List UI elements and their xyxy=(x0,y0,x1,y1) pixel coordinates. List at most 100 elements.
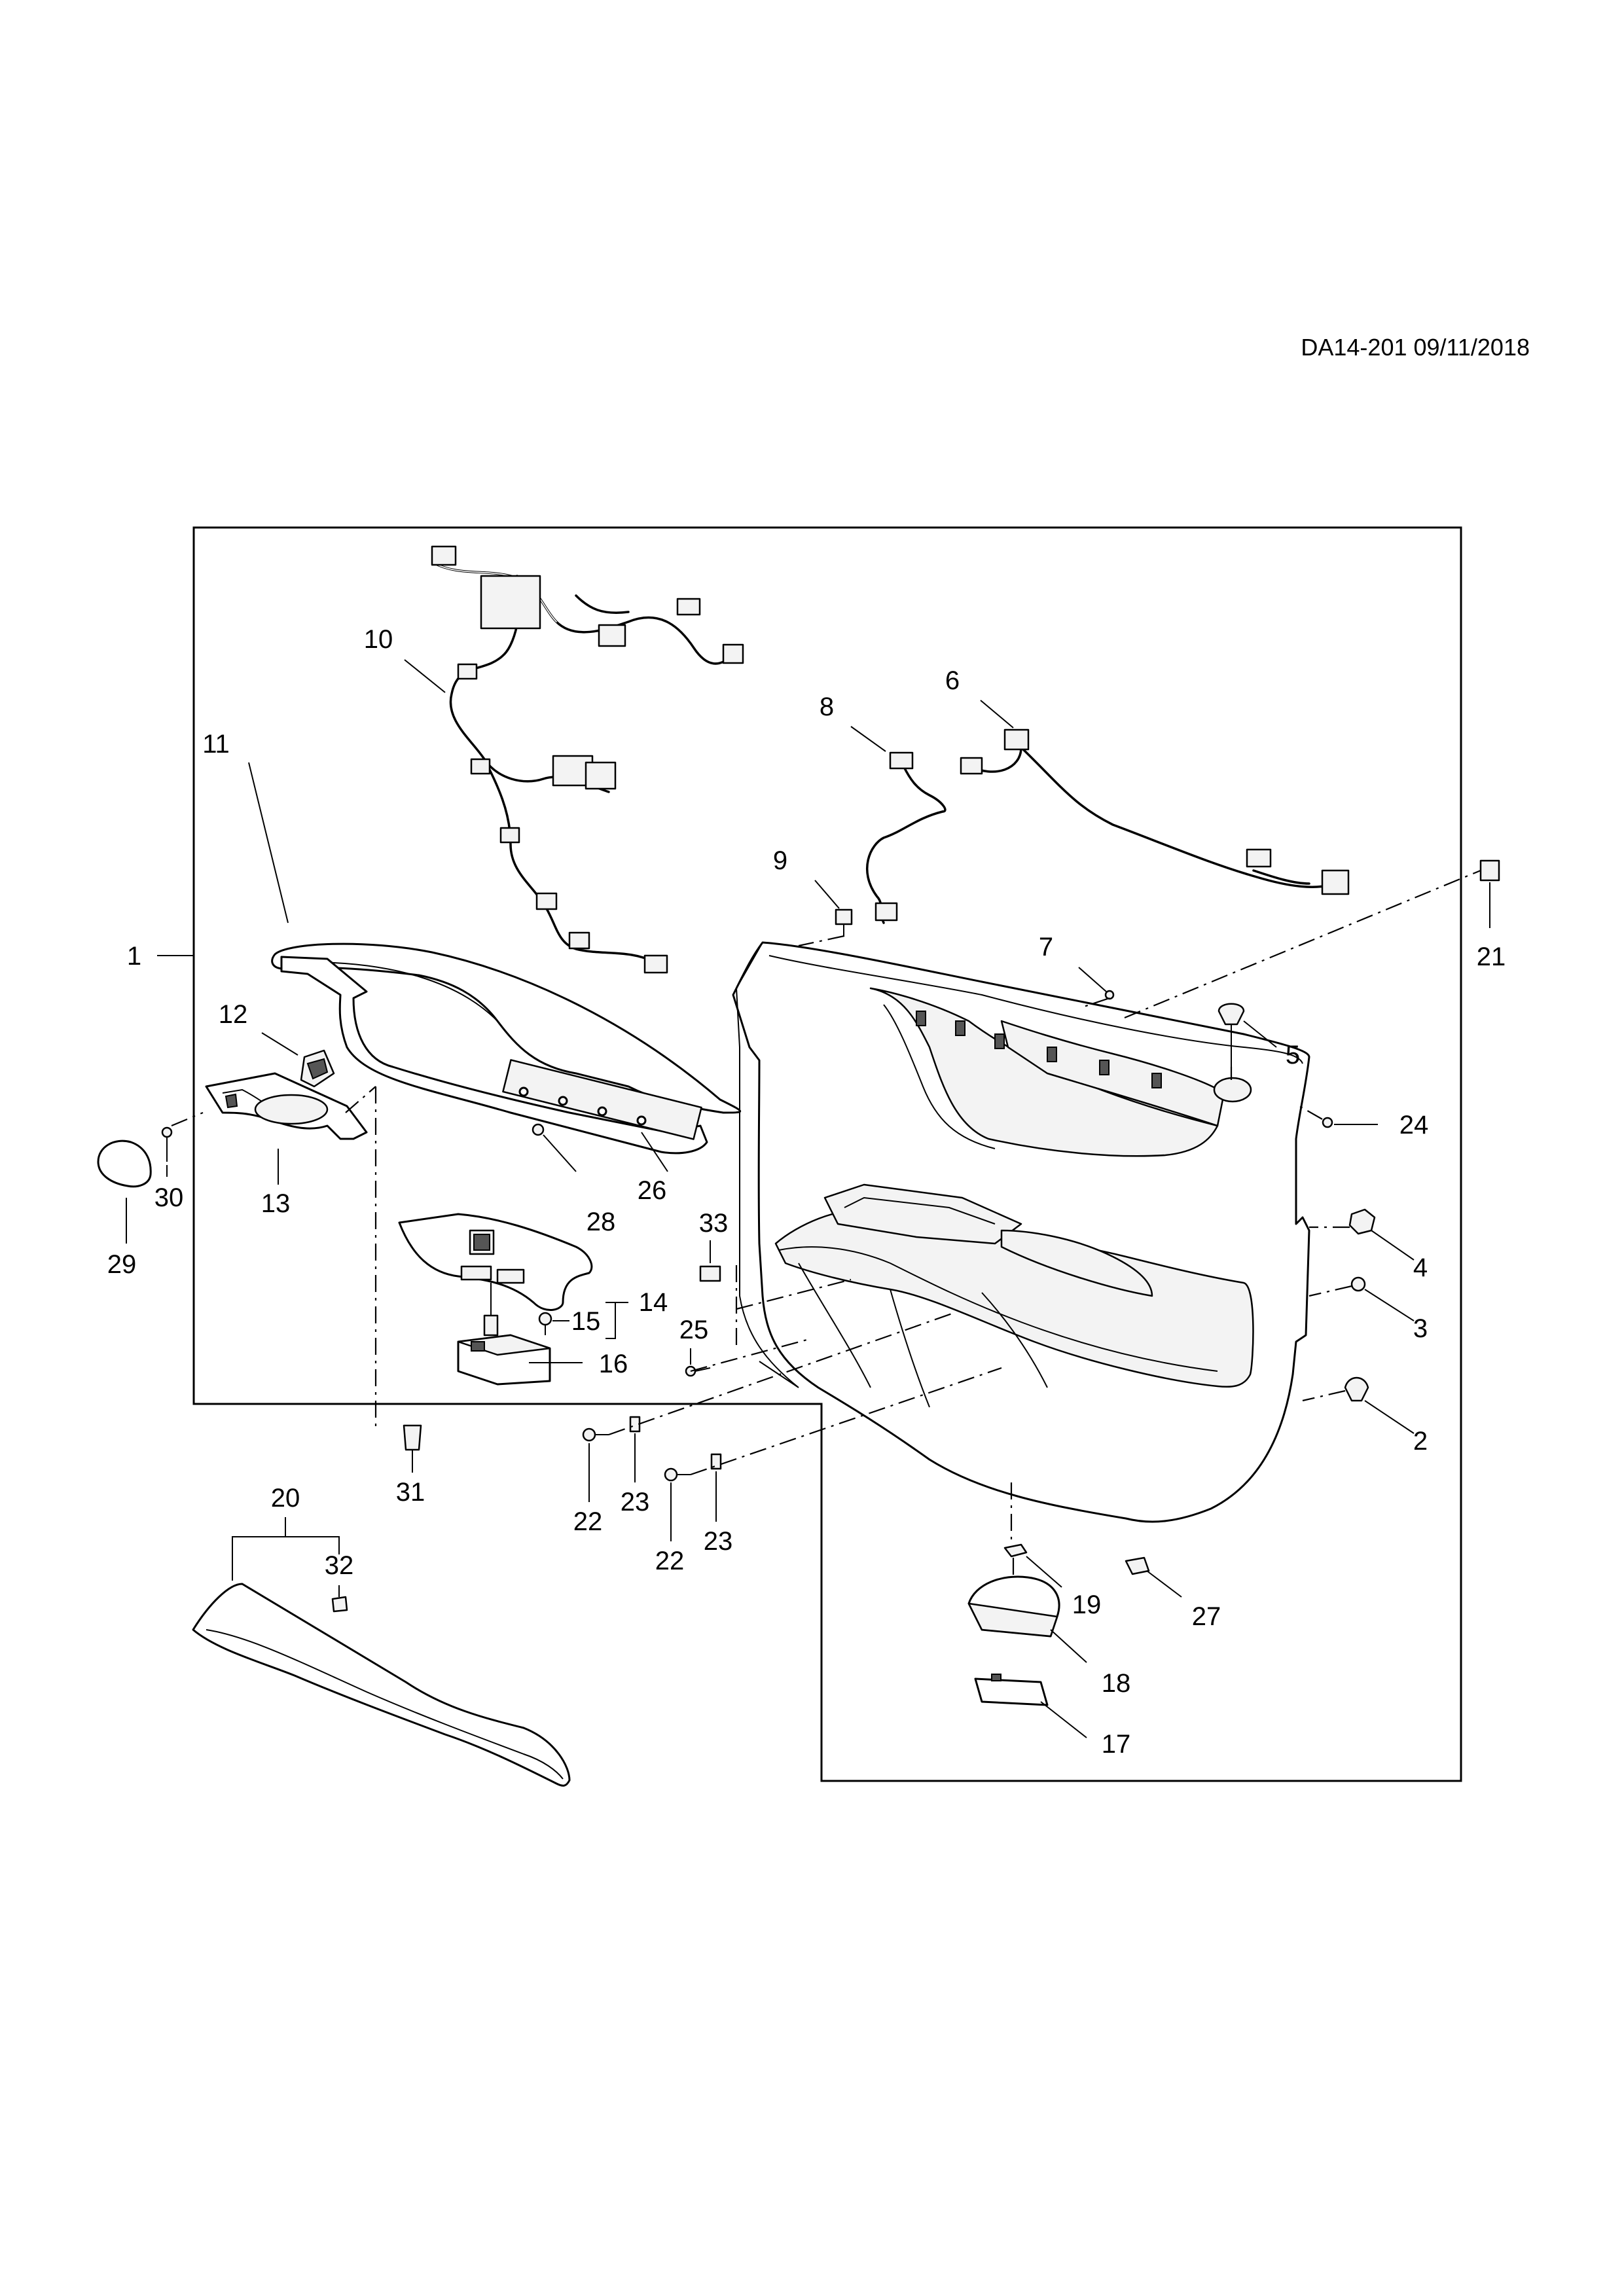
clip-27 xyxy=(1125,1556,1150,1575)
part-label-5: 5 xyxy=(1286,1041,1300,1069)
connector-icon xyxy=(1321,869,1350,895)
nut-4 xyxy=(1348,1208,1376,1235)
leader-line-17 xyxy=(1040,1701,1087,1738)
connector-icon xyxy=(457,663,478,680)
part-label-13: 13 xyxy=(261,1189,291,1218)
part-label-9: 9 xyxy=(773,846,787,875)
switch-bezel-14 xyxy=(398,1213,593,1312)
part-label-27: 27 xyxy=(1192,1602,1221,1631)
part-label-29: 29 xyxy=(107,1250,137,1279)
part-label-28: 28 xyxy=(586,1208,616,1236)
leader-line-3 xyxy=(1364,1289,1415,1321)
handle-bezel-13 xyxy=(205,1072,368,1140)
part-label-21: 21 xyxy=(1477,942,1506,971)
leader-line-9 xyxy=(814,880,840,909)
leader-line-4 xyxy=(1371,1230,1415,1261)
wire-lead-6 xyxy=(960,728,1350,895)
lamp-19 xyxy=(1003,1543,1028,1558)
leader-line-10 xyxy=(404,659,446,693)
part-label-15: 15 xyxy=(571,1307,601,1336)
part-label-30: 30 xyxy=(154,1183,184,1212)
washer-23 xyxy=(710,1453,722,1470)
connector-icon xyxy=(585,761,617,790)
screw-15 xyxy=(538,1312,552,1335)
leader-line-11 xyxy=(248,762,289,924)
leader-line-18 xyxy=(1050,1629,1087,1663)
part-label-26: 26 xyxy=(638,1176,667,1205)
screw-25 xyxy=(685,1365,711,1377)
part-label-3: 3 xyxy=(1413,1314,1428,1343)
fastener-2 xyxy=(1344,1376,1369,1402)
leader-line-27 xyxy=(1146,1570,1182,1598)
connector-icon xyxy=(875,902,898,922)
leader-line-5 xyxy=(1243,1020,1277,1048)
leader-line-26 xyxy=(641,1132,668,1172)
part-label-19: 19 xyxy=(1072,1590,1102,1619)
connector-icon xyxy=(676,598,701,616)
connector-icon xyxy=(535,892,558,910)
clip-21 xyxy=(1479,859,1500,882)
part-label-25: 25 xyxy=(679,1316,709,1344)
fastener-7 xyxy=(1104,990,1115,1000)
leader-line-12 xyxy=(261,1032,298,1056)
connector-icon xyxy=(722,643,744,664)
washer-23 xyxy=(629,1416,641,1433)
trim-bracket-26 xyxy=(280,956,708,1155)
part-label-8: 8 xyxy=(820,692,834,721)
part-label-32: 32 xyxy=(325,1551,354,1580)
screw-22 xyxy=(582,1427,609,1442)
wiring-harness xyxy=(431,545,744,974)
part-label-6: 6 xyxy=(945,666,960,695)
leader-line-8 xyxy=(850,726,886,752)
leader-line-7 xyxy=(1078,967,1107,992)
part-label-31: 31 xyxy=(396,1478,425,1507)
screw-30 xyxy=(161,1126,173,1162)
leader-line-28 xyxy=(543,1134,577,1172)
assembly-frame xyxy=(192,526,1462,1782)
lamp-lens-18 xyxy=(967,1575,1060,1638)
lamp-housing-17 xyxy=(974,1674,1049,1706)
connector-icon xyxy=(1003,728,1030,751)
part-label-1: 1 xyxy=(127,942,141,971)
leader-line-6 xyxy=(980,700,1014,728)
part-label-17: 17 xyxy=(1102,1730,1131,1759)
connector-icon xyxy=(431,545,457,566)
bracket-14 xyxy=(605,1302,616,1339)
connector-icon xyxy=(499,827,520,844)
part-label-18: 18 xyxy=(1102,1669,1131,1698)
lower-trim-strip-20 xyxy=(192,1583,571,1787)
screw-24 xyxy=(1322,1117,1333,1128)
part-label-7: 7 xyxy=(1039,933,1053,961)
connector-icon xyxy=(889,751,914,770)
inner-handle-12 xyxy=(300,1049,335,1088)
part-label-20: 20 xyxy=(271,1484,300,1513)
fastener-3 xyxy=(1350,1276,1366,1292)
part-label-2: 2 xyxy=(1413,1427,1428,1456)
connector-icon xyxy=(643,954,668,974)
bracket-20 xyxy=(232,1536,340,1581)
connector-icon xyxy=(480,575,541,630)
fastener-9 xyxy=(835,908,853,936)
part-label-23: 23 xyxy=(621,1488,650,1516)
connector-icon xyxy=(598,624,626,647)
part-label-23: 23 xyxy=(704,1527,733,1556)
part-label-22: 22 xyxy=(573,1507,603,1536)
part-label-24: 24 xyxy=(1399,1111,1429,1139)
part-label-22: 22 xyxy=(655,1547,685,1575)
connector-icon xyxy=(470,758,491,775)
leader-line-2 xyxy=(1364,1400,1415,1434)
screw-22 xyxy=(664,1467,691,1482)
connector-icon xyxy=(1246,848,1272,868)
part-label-11: 11 xyxy=(202,730,230,759)
part-label-4: 4 xyxy=(1413,1253,1428,1282)
clip-31 xyxy=(403,1424,422,1451)
part-label-16: 16 xyxy=(599,1350,628,1378)
part-label-10: 10 xyxy=(364,625,393,654)
connector-icon xyxy=(960,757,983,775)
clip-33 xyxy=(699,1265,721,1282)
switch-module-16 xyxy=(457,1283,551,1386)
fastener-5 xyxy=(1218,1003,1245,1067)
connector-icon xyxy=(568,931,590,950)
part-label-12: 12 xyxy=(219,1000,248,1029)
part-label-33: 33 xyxy=(699,1209,729,1238)
